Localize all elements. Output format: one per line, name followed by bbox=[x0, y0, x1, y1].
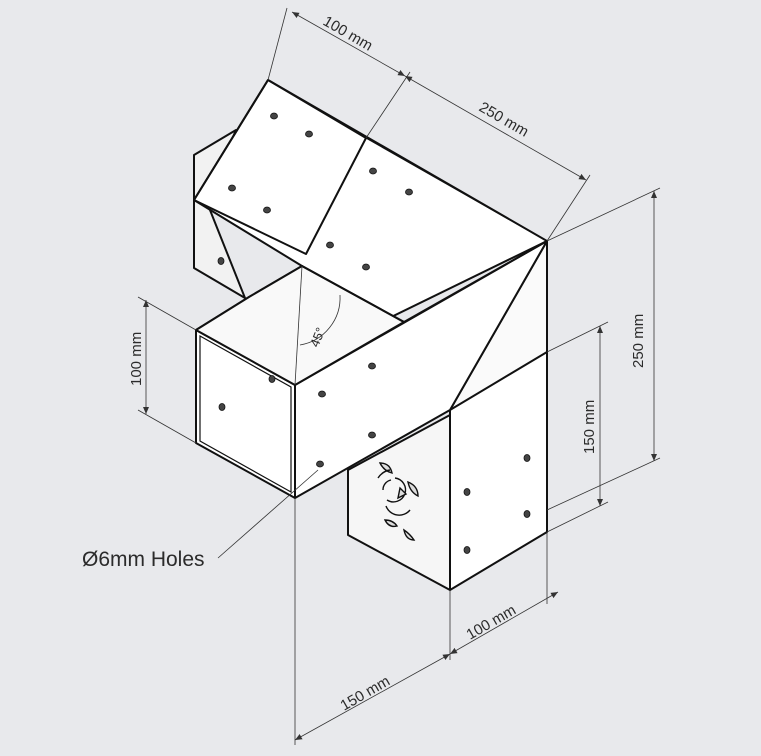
hole bbox=[463, 546, 471, 554]
holes bbox=[217, 112, 531, 554]
hole bbox=[305, 130, 313, 138]
logo-cutout bbox=[377, 462, 419, 541]
hole bbox=[318, 390, 326, 398]
dim-top-width: 100 mm bbox=[320, 13, 375, 55]
dim-height-total: 250 mm bbox=[630, 314, 647, 368]
hole bbox=[523, 510, 531, 518]
hole bbox=[217, 257, 225, 265]
dim-angle: 45° bbox=[307, 325, 328, 349]
bracket-body bbox=[193, 79, 548, 591]
hole bbox=[463, 488, 471, 496]
hole bbox=[368, 431, 376, 439]
hole bbox=[362, 263, 370, 271]
hole bbox=[326, 241, 334, 249]
dim-top-length: 250 mm bbox=[476, 99, 531, 141]
hole bbox=[368, 362, 376, 370]
hole bbox=[316, 460, 324, 468]
dimension-lines bbox=[137, 7, 661, 745]
dim-height-lower: 150 mm bbox=[581, 400, 598, 454]
dim-end-height: 100 mm bbox=[128, 332, 145, 386]
hole bbox=[369, 167, 377, 175]
hole bbox=[405, 188, 413, 196]
hole bbox=[218, 403, 226, 411]
hole bbox=[268, 375, 276, 383]
back-side-plate bbox=[193, 129, 246, 299]
dim-bottom-width: 100 mm bbox=[464, 602, 519, 644]
hole bbox=[263, 206, 271, 214]
hole bbox=[228, 184, 236, 192]
hole bbox=[523, 454, 531, 462]
dim-bottom-length: 150 mm bbox=[338, 673, 393, 715]
top-inner-panel bbox=[193, 79, 367, 255]
holes-note: Ø6mm Holes bbox=[82, 548, 205, 571]
hole bbox=[270, 112, 278, 120]
